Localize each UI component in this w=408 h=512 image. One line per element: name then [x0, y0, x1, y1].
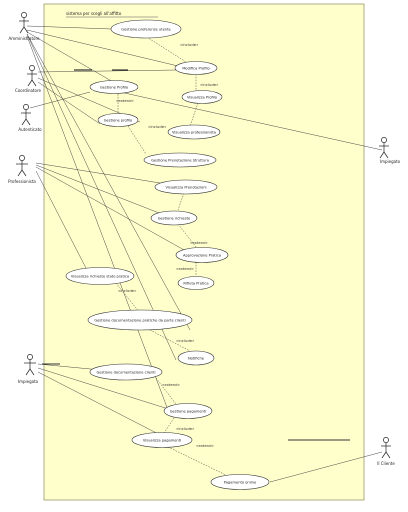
system-title: sistema per scegli all'affitto	[66, 11, 122, 16]
usecase-gestione-profilo: Gestione Profilo	[89, 80, 139, 94]
svg-text:Gestione pagamenti: Gestione pagamenti	[170, 410, 206, 414]
svg-text:Visualizza professionista: Visualizza professionista	[172, 131, 216, 135]
svg-text:Autenticato: Autenticato	[18, 127, 42, 132]
usecase-documentazione-pratiche: Gestione documentazione pratiche da part…	[87, 309, 193, 331]
usecase-approvazione-pratica: Approvazione Pratica	[175, 247, 229, 263]
svg-text:Notifiche: Notifiche	[188, 357, 205, 361]
usecase-gestione-profilo-2: Gestione profilo	[97, 113, 139, 127]
usecase-stato-pratica: Visualizza richieste stato pratica	[65, 267, 135, 285]
actor-cliente: Il Cliente	[377, 437, 395, 466]
svg-text:Rifiuta Pratica: Rifiuta Pratica	[183, 282, 208, 286]
svg-text:«extend»: «extend»	[196, 443, 214, 448]
svg-text:«include»: «include»	[176, 426, 195, 431]
svg-text:«extend»: «extend»	[116, 98, 134, 103]
svg-text:Visualizza richieste stato pra: Visualizza richieste stato pratica	[71, 275, 129, 279]
svg-text:«include»: «include»	[180, 42, 199, 47]
actors: Amministratore Coordinatore Autenticato …	[8, 12, 401, 466]
usecase-gestione-richieste: Gestione richieste	[150, 210, 198, 226]
actor-impiegato-right: Impiegato	[379, 137, 401, 164]
svg-text:Il Cliente: Il Cliente	[377, 461, 395, 466]
svg-text:Gestione Profilo: Gestione Profilo	[100, 86, 128, 90]
usecase-prenotazione-struttura: Gestione Prenotazione Struttura	[143, 152, 217, 168]
usecase-gestione-pagamenti: Gestione pagamenti	[163, 403, 213, 419]
usecase-modifica-profilo: Modifica Profilo	[174, 61, 218, 75]
svg-text:Professionista: Professionista	[8, 179, 36, 184]
usecases: Gestione preferenze utente Modifica Prof…	[65, 19, 270, 490]
usecase-preferenze: Gestione preferenze utente	[110, 19, 182, 39]
svg-text:Gestione Prenotazione Struttur: Gestione Prenotazione Struttura	[151, 159, 209, 163]
svg-text:Visualizza Prenotazioni: Visualizza Prenotazioni	[165, 186, 206, 190]
svg-text:«include»: «include»	[148, 124, 167, 129]
svg-text:«include»: «include»	[200, 82, 219, 87]
svg-text:Approvazione Pratica: Approvazione Pratica	[183, 254, 221, 258]
svg-text:Pagamento online: Pagamento online	[224, 481, 257, 485]
svg-text:«extend»: «extend»	[162, 382, 180, 387]
svg-text:Amministratore: Amministratore	[8, 36, 40, 41]
usecase-documentazione-clienti: Gestione documentazione clienti	[89, 363, 163, 381]
svg-text:Gestione documentazione client: Gestione documentazione clienti	[96, 371, 155, 375]
svg-text:«extend»: «extend»	[176, 266, 194, 271]
svg-text:Impiegato: Impiegato	[380, 159, 401, 164]
svg-text:Gestione documentazione pratic: Gestione documentazione pratiche da part…	[94, 319, 185, 323]
svg-text:«include»: «include»	[176, 338, 195, 343]
svg-text:Impiegato: Impiegato	[18, 379, 39, 384]
usecase-pagamento-online: Pagamento online	[210, 474, 270, 490]
usecase-notifiche: Notifiche	[177, 350, 215, 366]
svg-text:Modifica Profilo: Modifica Profilo	[182, 67, 209, 71]
actor-coordinatore: Coordinatore	[15, 65, 42, 93]
actor-amministratore: Amministratore	[8, 12, 40, 41]
actor-impiegato-left: Impiegato	[18, 354, 39, 384]
actor-professionista: Professionista	[8, 155, 36, 184]
actor-autenticato: Autenticato	[18, 104, 42, 132]
usecase-visualizza-professionista: Visualizza professionista	[167, 124, 221, 140]
svg-text:Coordinatore: Coordinatore	[15, 88, 41, 93]
relation-labels: «include» «include» «extend» «include» «…	[116, 42, 219, 448]
svg-text:Visualizza Profilo: Visualizza Profilo	[187, 96, 217, 100]
svg-text:«extend»: «extend»	[190, 240, 208, 245]
svg-text:«include»: «include»	[118, 288, 137, 293]
svg-text:Gestione richieste: Gestione richieste	[158, 217, 191, 221]
connections	[26, 25, 383, 483]
usecase-visualizza-pagamenti: Visualizza pagamenti	[131, 432, 193, 448]
svg-text:Gestione preferenze utente: Gestione preferenze utente	[121, 28, 171, 32]
svg-text:Gestione profilo: Gestione profilo	[104, 119, 132, 123]
usecase-rifiuta-pratica: Rifiuta Pratica	[177, 276, 215, 290]
usecase-visualizza-profilo: Visualizza Profilo	[181, 90, 223, 104]
svg-text:Visualizza pagamenti: Visualizza pagamenti	[143, 439, 181, 443]
usecase-visualizza-prenotazioni: Visualizza Prenotazioni	[154, 179, 218, 195]
